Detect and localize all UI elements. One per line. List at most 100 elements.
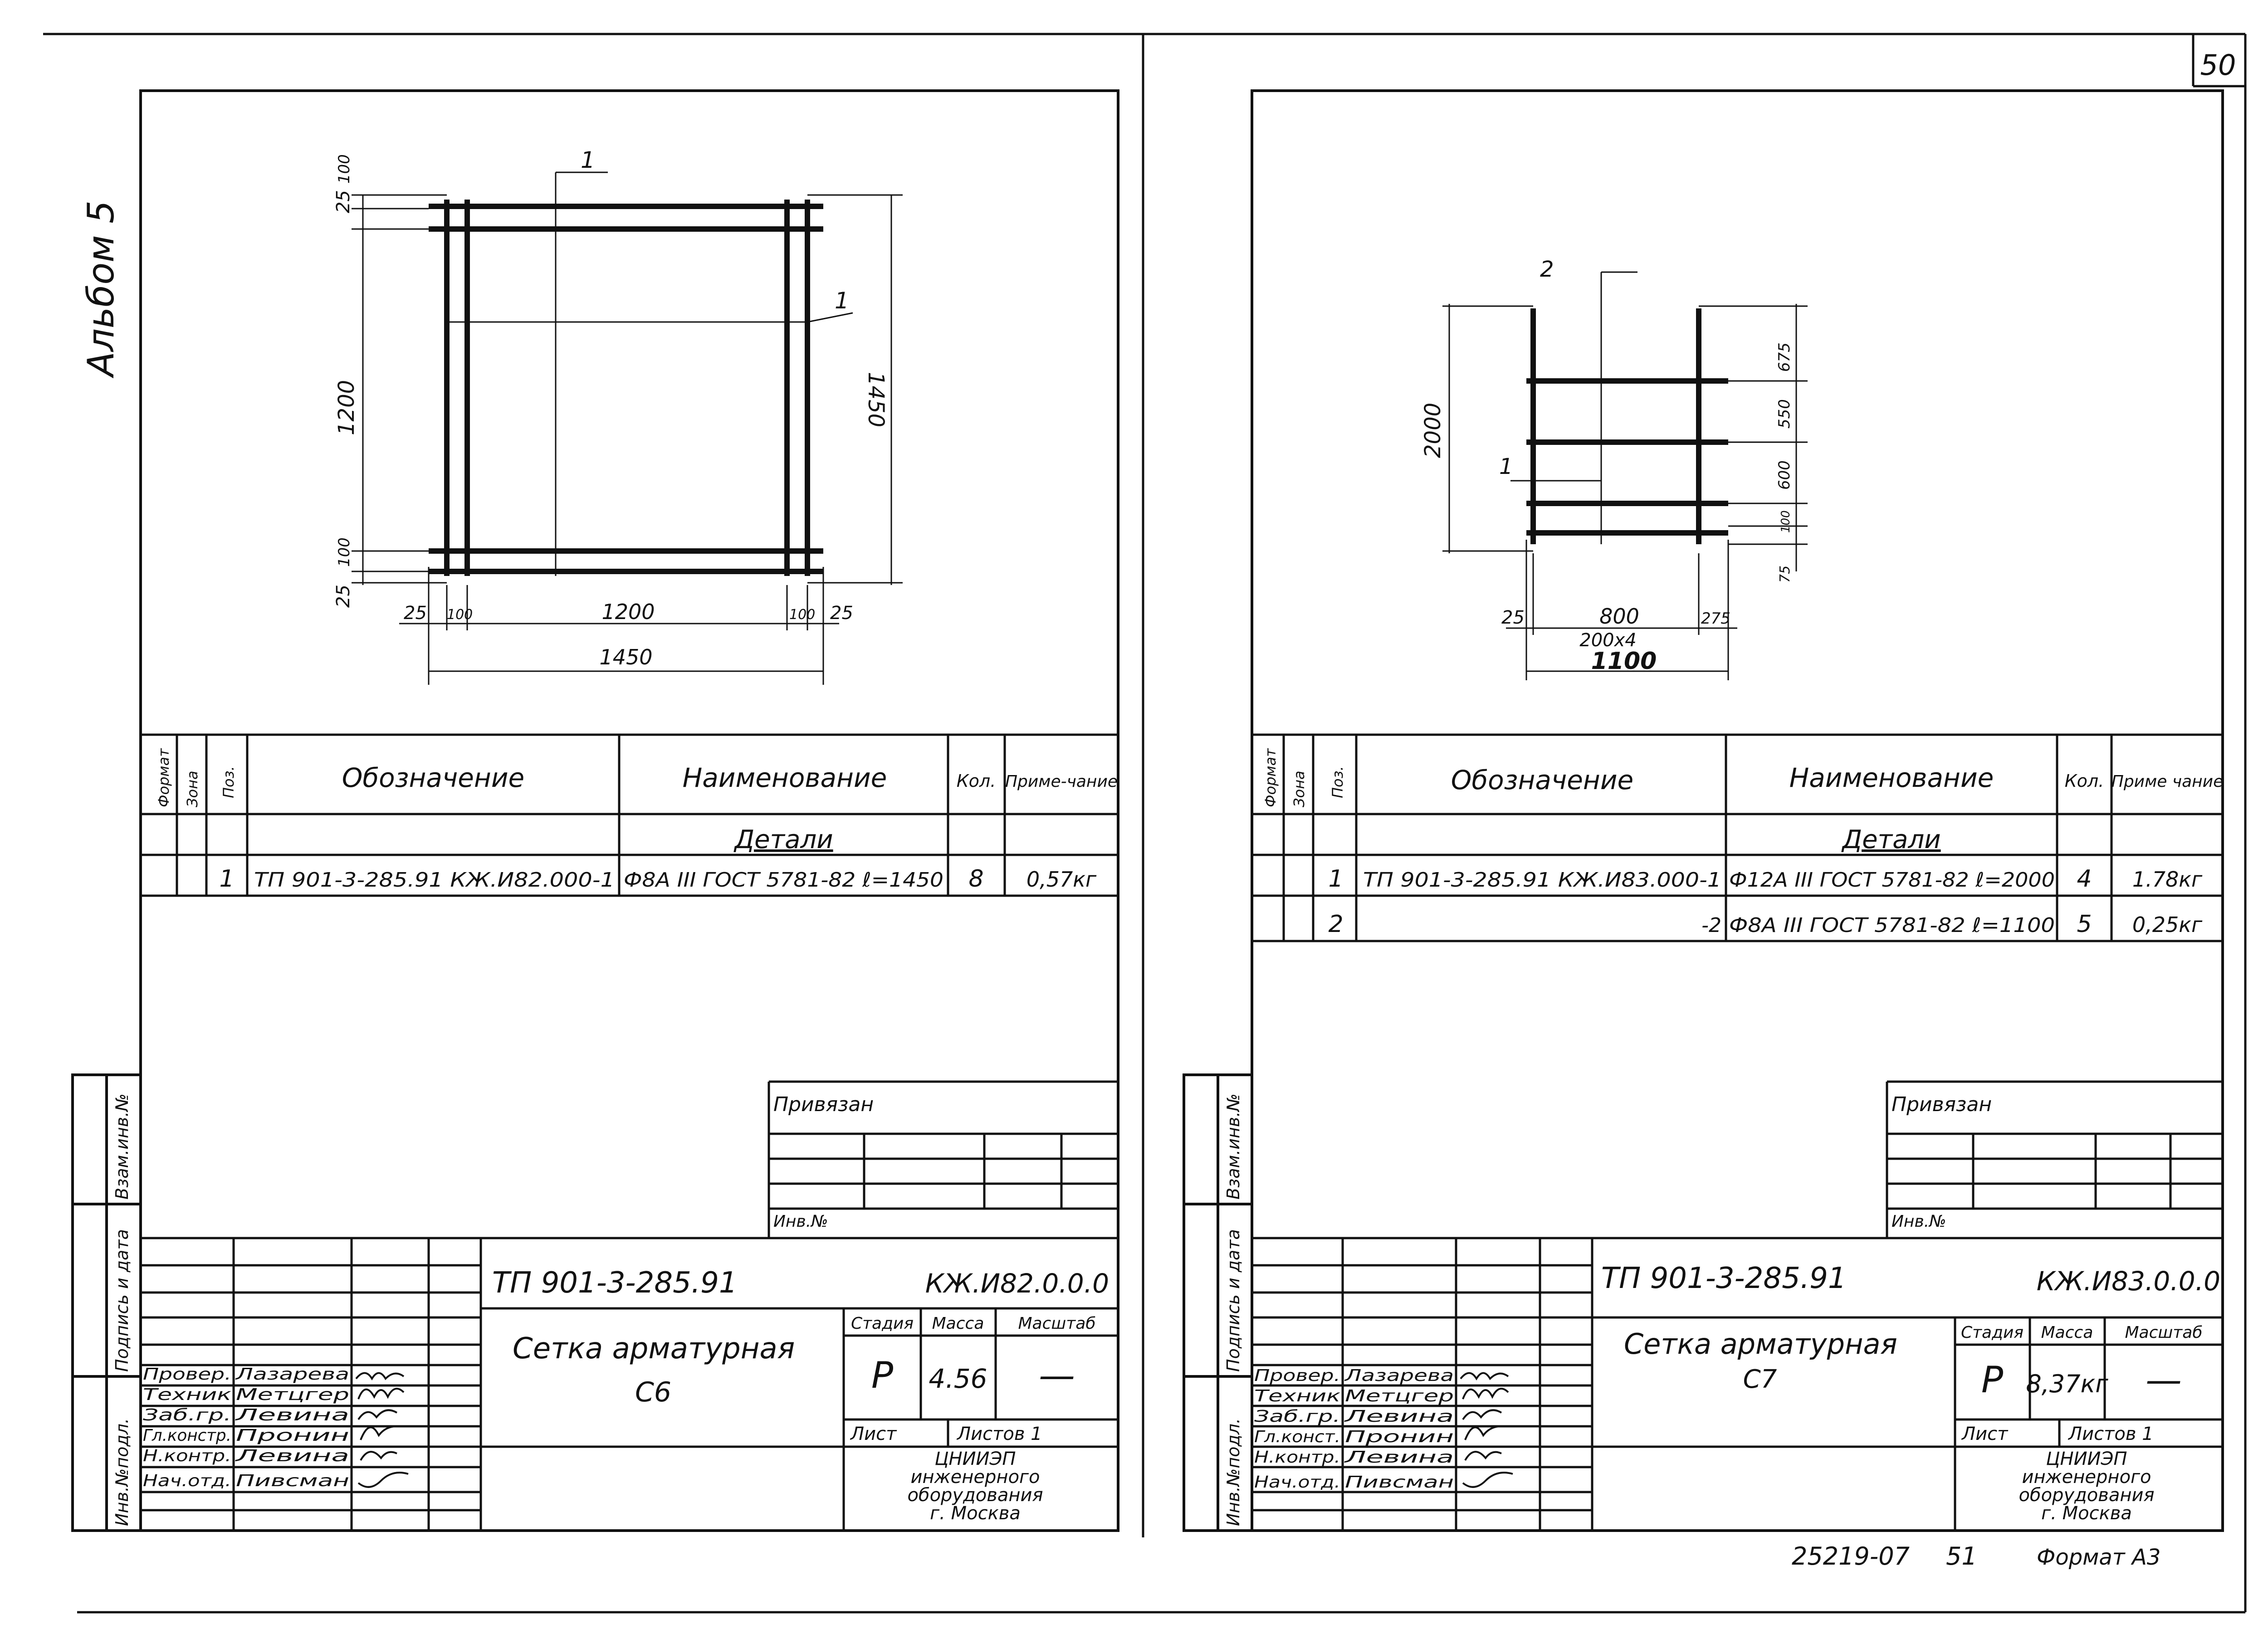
svg-text:75: 75 bbox=[1777, 566, 1793, 583]
svg-text:Заб.гр.: Заб.гр. bbox=[1254, 1407, 1340, 1426]
svg-text:Лист: Лист bbox=[850, 1424, 897, 1444]
svg-text:8: 8 bbox=[968, 865, 983, 893]
svg-text:оборудования: оборудования bbox=[907, 1485, 1043, 1506]
svg-text:1450: 1450 bbox=[599, 645, 652, 669]
svg-text:Стадия: Стадия bbox=[1961, 1323, 2024, 1342]
svg-text:100: 100 bbox=[335, 537, 353, 567]
sheet-number: 50 bbox=[2200, 49, 2236, 82]
svg-text:Инв.№: Инв.№ bbox=[773, 1212, 828, 1231]
svg-text:25: 25 bbox=[333, 585, 354, 608]
svg-text:Провер.: Провер. bbox=[143, 1365, 231, 1384]
svg-text:Формат: Формат bbox=[155, 748, 172, 807]
album-label: Альбом 5 bbox=[80, 200, 122, 379]
svg-text:2: 2 bbox=[1540, 257, 1554, 282]
svg-text:Зона: Зона bbox=[184, 771, 201, 807]
svg-text:Р: Р bbox=[871, 1354, 894, 1396]
svg-text:Р: Р bbox=[1981, 1359, 2004, 1401]
svg-text:Метцгер: Метцгер bbox=[1345, 1387, 1454, 1405]
left-privyazan-block: Привязан Инв.№ bbox=[767, 1080, 1118, 1238]
svg-text:КЖ.И83.0.0.0: КЖ.И83.0.0.0 bbox=[2037, 1266, 2220, 1297]
signatures bbox=[355, 1372, 409, 1488]
svg-text:Ф8А III ГОСТ 5781-82 ℓ=1450: Ф8А III ГОСТ 5781-82 ℓ=1450 bbox=[624, 868, 943, 892]
left-sheet: Взам.инв.№ Подпись и дата Инв.№подл. bbox=[71, 89, 1119, 1532]
svg-text:Наименование: Наименование bbox=[683, 762, 887, 793]
svg-text:600: 600 bbox=[1775, 460, 1794, 490]
svg-text:Пивсман: Пивсман bbox=[1345, 1473, 1454, 1492]
svg-text:Привязан: Привязан bbox=[1892, 1093, 1992, 1116]
svg-text:Техник: Техник bbox=[1254, 1387, 1340, 1405]
svg-text:25: 25 bbox=[1501, 607, 1525, 628]
svg-text:4: 4 bbox=[2077, 865, 2092, 893]
svg-text:г. Москва: г. Москва bbox=[2041, 1503, 2132, 1524]
svg-text:г. Москва: г. Москва bbox=[930, 1503, 1021, 1524]
page-frame bbox=[43, 33, 2247, 1614]
svg-text:Пронин: Пронин bbox=[236, 1426, 349, 1445]
svg-text:—: — bbox=[2146, 1359, 2182, 1401]
svg-text:Обозначение: Обозначение bbox=[342, 762, 524, 793]
svg-text:Метцгер: Метцгер bbox=[236, 1385, 349, 1404]
svg-text:1200: 1200 bbox=[334, 380, 359, 435]
svg-text:Сетка арматурная: Сетка арматурная bbox=[1624, 1327, 1897, 1361]
svg-text:Формат: Формат bbox=[1262, 748, 1279, 807]
svg-text:100: 100 bbox=[335, 154, 353, 184]
svg-text:Зона: Зона bbox=[1290, 771, 1308, 807]
left-title-block: ТП 901-3-285.91 КЖ.И82.0.0.0 Сетка армат… bbox=[141, 1237, 1118, 1531]
svg-text:25: 25 bbox=[404, 603, 427, 624]
svg-text:Детали: Детали bbox=[1841, 825, 1941, 854]
mesh-c7-drawing: 2 1 2000 675 550 600 100 75 25 800 275 2… bbox=[1420, 257, 1808, 680]
signatures-r bbox=[1460, 1372, 1513, 1488]
svg-text:Лазарева: Лазарева bbox=[1344, 1366, 1454, 1385]
svg-text:Сетка арматурная: Сетка арматурная bbox=[513, 1332, 795, 1366]
svg-text:1200: 1200 bbox=[601, 600, 655, 624]
svg-text:100: 100 bbox=[447, 607, 473, 623]
svg-text:Масса: Масса bbox=[2041, 1323, 2093, 1342]
svg-text:5: 5 bbox=[2077, 911, 2092, 938]
svg-text:оборудования: оборудования bbox=[2019, 1485, 2154, 1506]
svg-text:Поз.: Поз. bbox=[220, 766, 237, 798]
footer-format: Формат А3 bbox=[2037, 1545, 2160, 1570]
svg-text:4.56: 4.56 bbox=[929, 1363, 987, 1394]
svg-text:Поз.: Поз. bbox=[1329, 766, 1346, 798]
svg-text:—: — bbox=[1039, 1354, 1075, 1396]
left-spec-table: Формат Зона Поз. Обозначение Наименовани… bbox=[141, 733, 1118, 897]
right-privyazan-block: Привязан Инв.№ bbox=[1886, 1080, 2223, 1238]
svg-text:ТП 901-3-285.91: ТП 901-3-285.91 bbox=[492, 1266, 738, 1300]
svg-text:Лазарева: Лазарева bbox=[235, 1365, 349, 1384]
svg-text:100: 100 bbox=[789, 607, 815, 623]
svg-text:1.78кг: 1.78кг bbox=[2132, 867, 2203, 892]
svg-text:0,57кг: 0,57кг bbox=[1026, 867, 1097, 892]
svg-text:Провер.: Провер. bbox=[1254, 1366, 1340, 1385]
right-sheet: Взам.инв.№ Подпись и дата Инв.№подл. bbox=[1183, 89, 2224, 1532]
svg-text:инженерного: инженерного bbox=[2022, 1467, 2151, 1488]
svg-text:1100: 1100 bbox=[1591, 648, 1657, 675]
svg-text:ТП 901-3-285.91 КЖ.И82.000-1: ТП 901-3-285.91 КЖ.И82.000-1 bbox=[254, 868, 615, 892]
svg-text:Масштаб: Масштаб bbox=[2125, 1323, 2202, 1342]
svg-text:Листов 1: Листов 1 bbox=[2068, 1424, 2154, 1444]
svg-text:Наименование: Наименование bbox=[1789, 762, 1994, 793]
svg-text:Инв.№: Инв.№ bbox=[1892, 1212, 1946, 1231]
svg-text:Техник: Техник bbox=[143, 1385, 231, 1404]
svg-text:Приме чание: Приме чание bbox=[2112, 772, 2223, 791]
svg-text:Нач.отд.: Нач.отд. bbox=[143, 1472, 231, 1490]
svg-text:Левина: Левина bbox=[234, 1406, 349, 1424]
svg-text:Масса: Масса bbox=[932, 1314, 984, 1333]
svg-text:Гл.конст.: Гл.конст. bbox=[1254, 1428, 1340, 1446]
svg-text:Обозначение: Обозначение bbox=[1451, 765, 1633, 795]
svg-text:Н.контр.: Н.контр. bbox=[1254, 1448, 1340, 1467]
svg-text:Привязан: Привязан bbox=[773, 1093, 874, 1116]
svg-text:Левина: Левина bbox=[1344, 1448, 1454, 1467]
svg-text:ЦНИИЭП: ЦНИИЭП bbox=[2046, 1449, 2127, 1469]
svg-text:550: 550 bbox=[1775, 399, 1794, 429]
mesh-c6-drawing: 25 100 1200 100 25 1450 25 100 1200 100 … bbox=[333, 147, 903, 685]
svg-text:1450: 1450 bbox=[863, 372, 889, 427]
svg-text:Заб.гр.: Заб.гр. bbox=[143, 1406, 231, 1424]
svg-text:0,25кг: 0,25кг bbox=[2132, 912, 2203, 937]
footer-code: 25219-07 bbox=[1792, 1542, 1910, 1571]
svg-text:1: 1 bbox=[1328, 865, 1343, 893]
svg-text:ТП 901-3-285.91 КЖ.И83.000-1: ТП 901-3-285.91 КЖ.И83.000-1 bbox=[1363, 868, 1721, 892]
svg-text:275: 275 bbox=[1701, 610, 1730, 628]
svg-text:инженерного: инженерного bbox=[910, 1467, 1040, 1488]
svg-text:100: 100 bbox=[1779, 510, 1793, 533]
svg-text:-2: -2 bbox=[1701, 914, 1721, 937]
